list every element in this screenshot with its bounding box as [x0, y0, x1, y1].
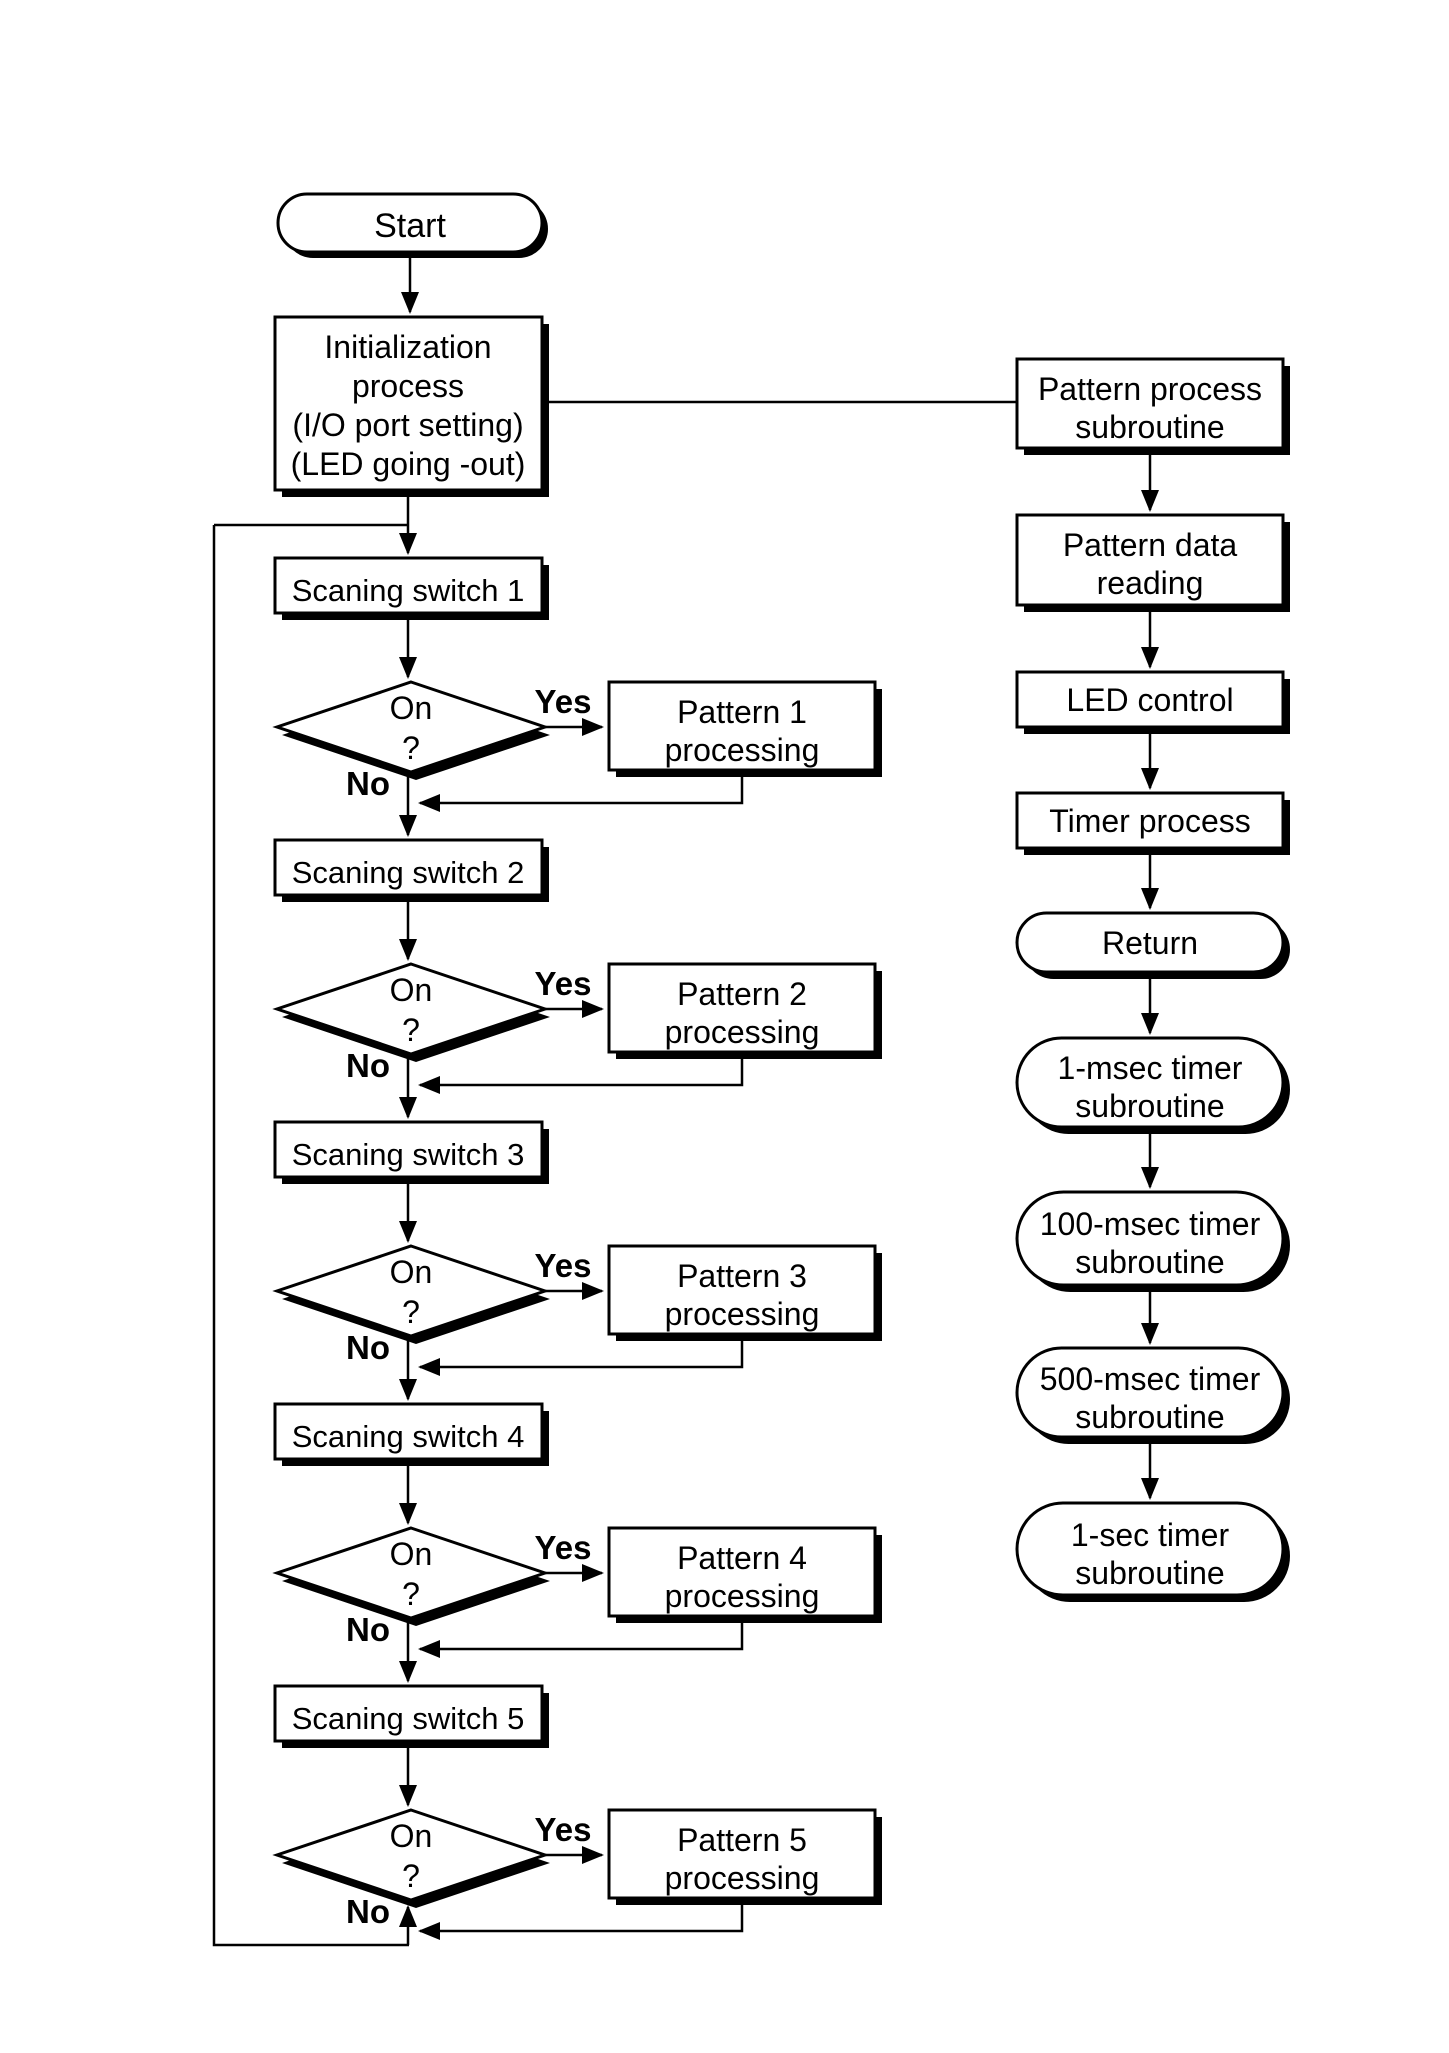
initialization-node: Initialization process (I/O port setting…: [273, 315, 549, 497]
pattern-1-node: [607, 680, 877, 772]
return-node: Return: [1015, 911, 1290, 979]
timer-100msec-line-2: subroutine: [1075, 1244, 1224, 1280]
pattern-process-subroutine-line-1: Pattern process: [1038, 371, 1262, 407]
scan-switch-1-node: [273, 556, 544, 615]
pattern-5-node: [607, 1808, 877, 1900]
loop-back-line: [212, 525, 409, 1947]
start-node: Start: [276, 192, 548, 258]
timer-1msec-subroutine-node: 1-msec timer subroutine: [1015, 1036, 1290, 1134]
scan-switch-5-label: Scaning switch 5: [292, 1701, 525, 1736]
step-5-group: Scaning switch 5 On ? Yes Pattern 5 proc…: [272, 1684, 882, 1940]
led-control-shape: [1015, 670, 1285, 729]
decision-2-line-2: ?: [402, 1012, 420, 1048]
decision-5-line-2: ?: [402, 1858, 420, 1894]
pattern-process-subroutine-shape: [1015, 357, 1285, 450]
step-1-group: Scaning switch 1 On ? Yes Pattern 1 proc…: [272, 556, 882, 837]
decision-3-line-1: On: [390, 1254, 433, 1290]
decision-2-diamond: [272, 962, 550, 1056]
timer-1sec-line-2: subroutine: [1075, 1555, 1224, 1591]
scan-switch-4-label: Scaning switch 4: [292, 1419, 525, 1454]
step-4-group: Scaning switch 4 On ? Yes Pattern 4 proc…: [272, 1402, 882, 1683]
scan-switch-1-label: Scaning switch 1: [292, 573, 525, 608]
yes-label-3: Yes: [535, 1247, 592, 1284]
yes-label-5: Yes: [535, 1811, 592, 1848]
yes-label-4: Yes: [535, 1529, 592, 1566]
no-label-2: No: [346, 1047, 390, 1084]
feedback-line-2: [418, 1052, 744, 1094]
timer-process-shape: [1015, 791, 1285, 850]
no-label-1: No: [346, 765, 390, 802]
pattern-1-line-1: Pattern 1: [677, 694, 807, 730]
pattern-4-line-1: Pattern 4: [677, 1540, 807, 1576]
led-control-node: LED control: [1015, 670, 1290, 734]
pattern-3-line-1: Pattern 3: [677, 1258, 807, 1294]
feedback-line-4: [418, 1616, 744, 1658]
pattern-data-reading-shape: [1015, 513, 1285, 607]
return-label: Return: [1102, 925, 1198, 961]
decision-1-line-2: ?: [402, 730, 420, 766]
pattern-2-line-1: Pattern 2: [677, 976, 807, 1012]
decision-4-line-2: ?: [402, 1576, 420, 1612]
decision-4-diamond: [272, 1526, 550, 1620]
timer-100msec-line-1: 100-msec timer: [1040, 1206, 1261, 1242]
timer-500msec-subroutine-node: 500-msec timer subroutine: [1015, 1346, 1290, 1444]
init-line-2: process: [352, 368, 464, 404]
feedback-line-1: [418, 770, 744, 812]
step-2-group: Scaning switch 2 On ? Yes Pattern 2 proc…: [272, 838, 882, 1119]
init-line-1: Initialization: [324, 329, 491, 365]
pattern-data-reading-line-2: reading: [1097, 565, 1204, 601]
init-line-3: (I/O port setting): [292, 407, 523, 443]
timer-1msec-line-1: 1-msec timer: [1058, 1050, 1243, 1086]
timer-1sec-shape: [1015, 1501, 1285, 1597]
pattern-1-line-2: processing: [665, 732, 820, 768]
scan-switch-2-label: Scaning switch 2: [292, 855, 525, 890]
scan-switch-5-node: [273, 1684, 544, 1743]
feedback-line-3: [418, 1334, 744, 1376]
timer-1sec-line-1: 1-sec timer: [1071, 1517, 1230, 1553]
decision-4-line-1: On: [390, 1536, 433, 1572]
no-label-3: No: [346, 1329, 390, 1366]
decision-2-line-1: On: [390, 972, 433, 1008]
pattern-5-line-2: processing: [665, 1860, 820, 1896]
no-label-4: No: [346, 1611, 390, 1648]
scan-switch-3-node: [273, 1120, 544, 1179]
decision-3-diamond: [272, 1244, 550, 1338]
pattern-5-line-1: Pattern 5: [677, 1822, 807, 1858]
decision-5-line-1: On: [390, 1818, 433, 1854]
decision-1-diamond: [272, 680, 550, 774]
timer-process-label: Timer process: [1049, 803, 1251, 839]
scan-switch-3-label: Scaning switch 3: [292, 1137, 525, 1172]
scan-switch-4-node: [273, 1402, 544, 1461]
timer-1sec-subroutine-node: 1-sec timer subroutine: [1015, 1501, 1290, 1602]
timer-500msec-line-2: subroutine: [1075, 1399, 1224, 1435]
timer-process-node: Timer process: [1015, 791, 1290, 855]
yes-label-2: Yes: [535, 965, 592, 1002]
timer-500msec-line-1: 500-msec timer: [1040, 1361, 1261, 1397]
pattern-4-line-2: processing: [665, 1578, 820, 1614]
timer-100msec-subroutine-node: 100-msec timer subroutine: [1015, 1190, 1290, 1292]
timer-1msec-line-2: subroutine: [1075, 1088, 1224, 1124]
start-label: Start: [374, 207, 446, 245]
pattern-2-node: [607, 962, 877, 1054]
pattern-data-reading-line-1: Pattern data: [1063, 527, 1238, 563]
feedback-line-5: [418, 1898, 744, 1940]
initialization-shape: [273, 315, 544, 492]
step-3-group: Scaning switch 3 On ? Yes Pattern 3 proc…: [272, 1120, 882, 1401]
led-control-label: LED control: [1066, 682, 1233, 718]
decision-5-diamond: [272, 1808, 550, 1902]
pattern-2-line-2: processing: [665, 1014, 820, 1050]
pattern-4-node: [607, 1526, 877, 1618]
pattern-process-subroutine-node: Pattern process subroutine: [1015, 357, 1290, 455]
pattern-process-subroutine-line-2: subroutine: [1075, 409, 1224, 445]
init-line-4: (LED going -out): [291, 446, 526, 482]
scan-switch-2-node: [273, 838, 544, 897]
no-label-5: No: [346, 1893, 390, 1930]
pattern-data-reading-node: Pattern data reading: [1015, 513, 1290, 612]
yes-label-1: Yes: [535, 683, 592, 720]
decision-3-line-2: ?: [402, 1294, 420, 1330]
pattern-3-line-2: processing: [665, 1296, 820, 1332]
decision-1-line-1: On: [390, 690, 433, 726]
